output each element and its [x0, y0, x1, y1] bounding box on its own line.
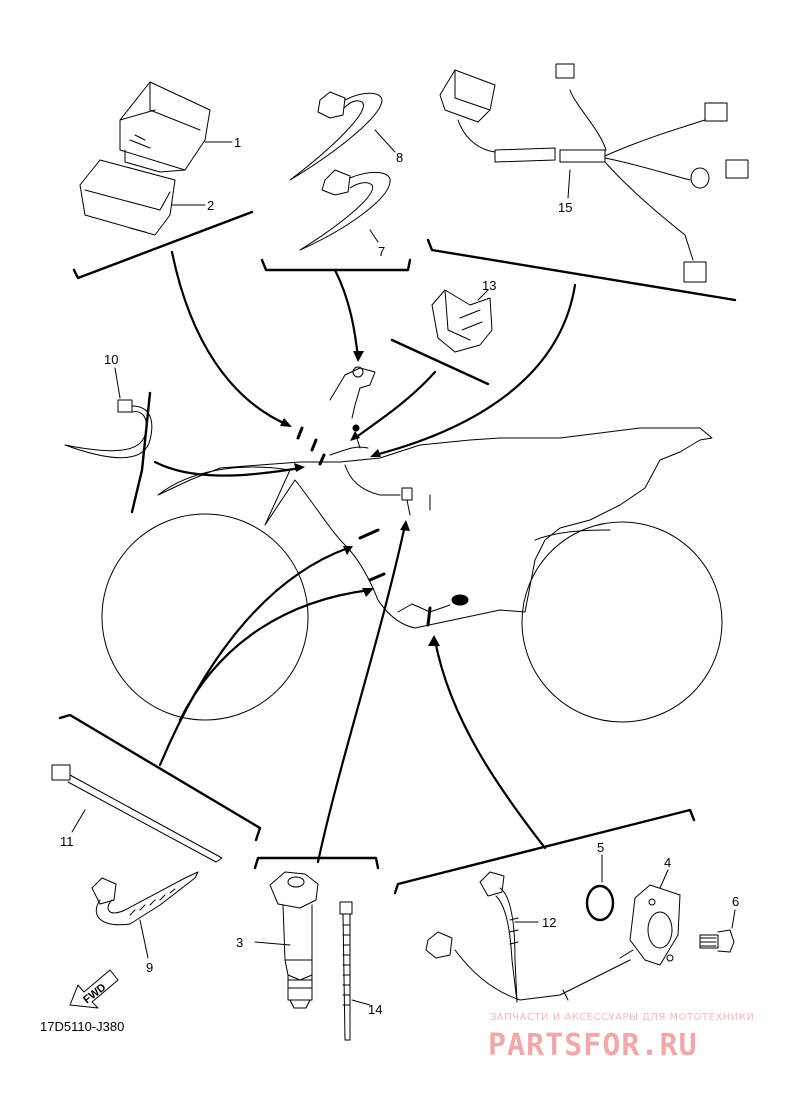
part-11-cable-tie[interactable] — [51, 764, 223, 863]
part-5-o-ring[interactable] — [585, 884, 615, 922]
callout-9[interactable]: 9 — [146, 960, 153, 975]
part-2-cover[interactable] — [79, 159, 176, 236]
callout-2[interactable]: 2 — [207, 198, 214, 213]
group-bracket-10 — [130, 391, 152, 514]
group-bracket-1-2 — [72, 210, 254, 280]
callout-leaders — [71, 129, 736, 1006]
callout-6[interactable]: 6 — [732, 894, 739, 909]
part-10-band[interactable] — [64, 399, 153, 459]
part-8-wire-band[interactable] — [289, 91, 383, 181]
callout-11[interactable]: 11 — [60, 834, 74, 849]
callout-13[interactable]: 13 — [482, 278, 496, 293]
part-9-band[interactable] — [91, 871, 199, 926]
diagram-code: 17D5110-J380 — [40, 1019, 124, 1034]
part-15-wire-harness[interactable] — [439, 63, 749, 283]
part-4-neutral-switch[interactable] — [425, 884, 681, 1001]
group-bracket-3-14 — [253, 856, 380, 870]
part-6-bolt[interactable] — [699, 929, 735, 953]
callout-3[interactable]: 3 — [236, 935, 243, 950]
part-7-wire-band[interactable] — [299, 169, 391, 251]
callout-1[interactable]: 1 — [234, 135, 241, 150]
rear-wheel — [521, 521, 723, 723]
bike-wiring — [329, 366, 469, 613]
callout-8[interactable]: 8 — [396, 150, 403, 165]
callout-12[interactable]: 12 — [542, 915, 556, 930]
group-bracket-4-5-6-12 — [393, 808, 696, 895]
callout-4[interactable]: 4 — [664, 855, 671, 870]
front-wheel — [101, 513, 309, 721]
callout-5[interactable]: 5 — [597, 840, 604, 855]
motorcycle-outline — [101, 427, 723, 723]
wiring-ties — [296, 426, 432, 627]
callout-10[interactable]: 10 — [104, 352, 118, 367]
part-12-band[interactable] — [479, 871, 519, 1003]
watermark-brand: PARTSFOR.RU — [488, 1028, 698, 1063]
callout-15[interactable]: 15 — [558, 200, 572, 215]
part-14-cable-tie[interactable] — [339, 901, 353, 1041]
part-1-cdi-unit[interactable] — [119, 81, 211, 173]
group-bracket-15 — [426, 238, 737, 302]
pointer-arrows — [153, 250, 577, 864]
callout-14[interactable]: 14 — [368, 1002, 382, 1017]
fwd-arrow-icon — [69, 969, 119, 1009]
group-bracket-13 — [390, 338, 490, 386]
watermark: ЗАПЧАСТИ И АКСЕССУАРЫ ДЛЯ МОТОТЕХНИКИ PA… — [488, 1012, 754, 1063]
watermark-tagline: ЗАПЧАСТИ И АКСЕССУАРЫ ДЛЯ МОТОТЕХНИКИ — [490, 1012, 754, 1023]
rear-fender — [534, 529, 611, 541]
group-bracket-7-8 — [260, 258, 412, 272]
group-bracket-11-9 — [58, 713, 262, 842]
callout-7[interactable]: 7 — [378, 244, 385, 259]
part-13-relay[interactable] — [431, 289, 493, 353]
callout-numbers: 1 2 3 4 5 6 7 8 9 10 11 12 13 14 15 — [60, 135, 739, 1017]
frame-outline — [157, 427, 713, 629]
part-3-ignition-coil[interactable] — [269, 871, 319, 1009]
